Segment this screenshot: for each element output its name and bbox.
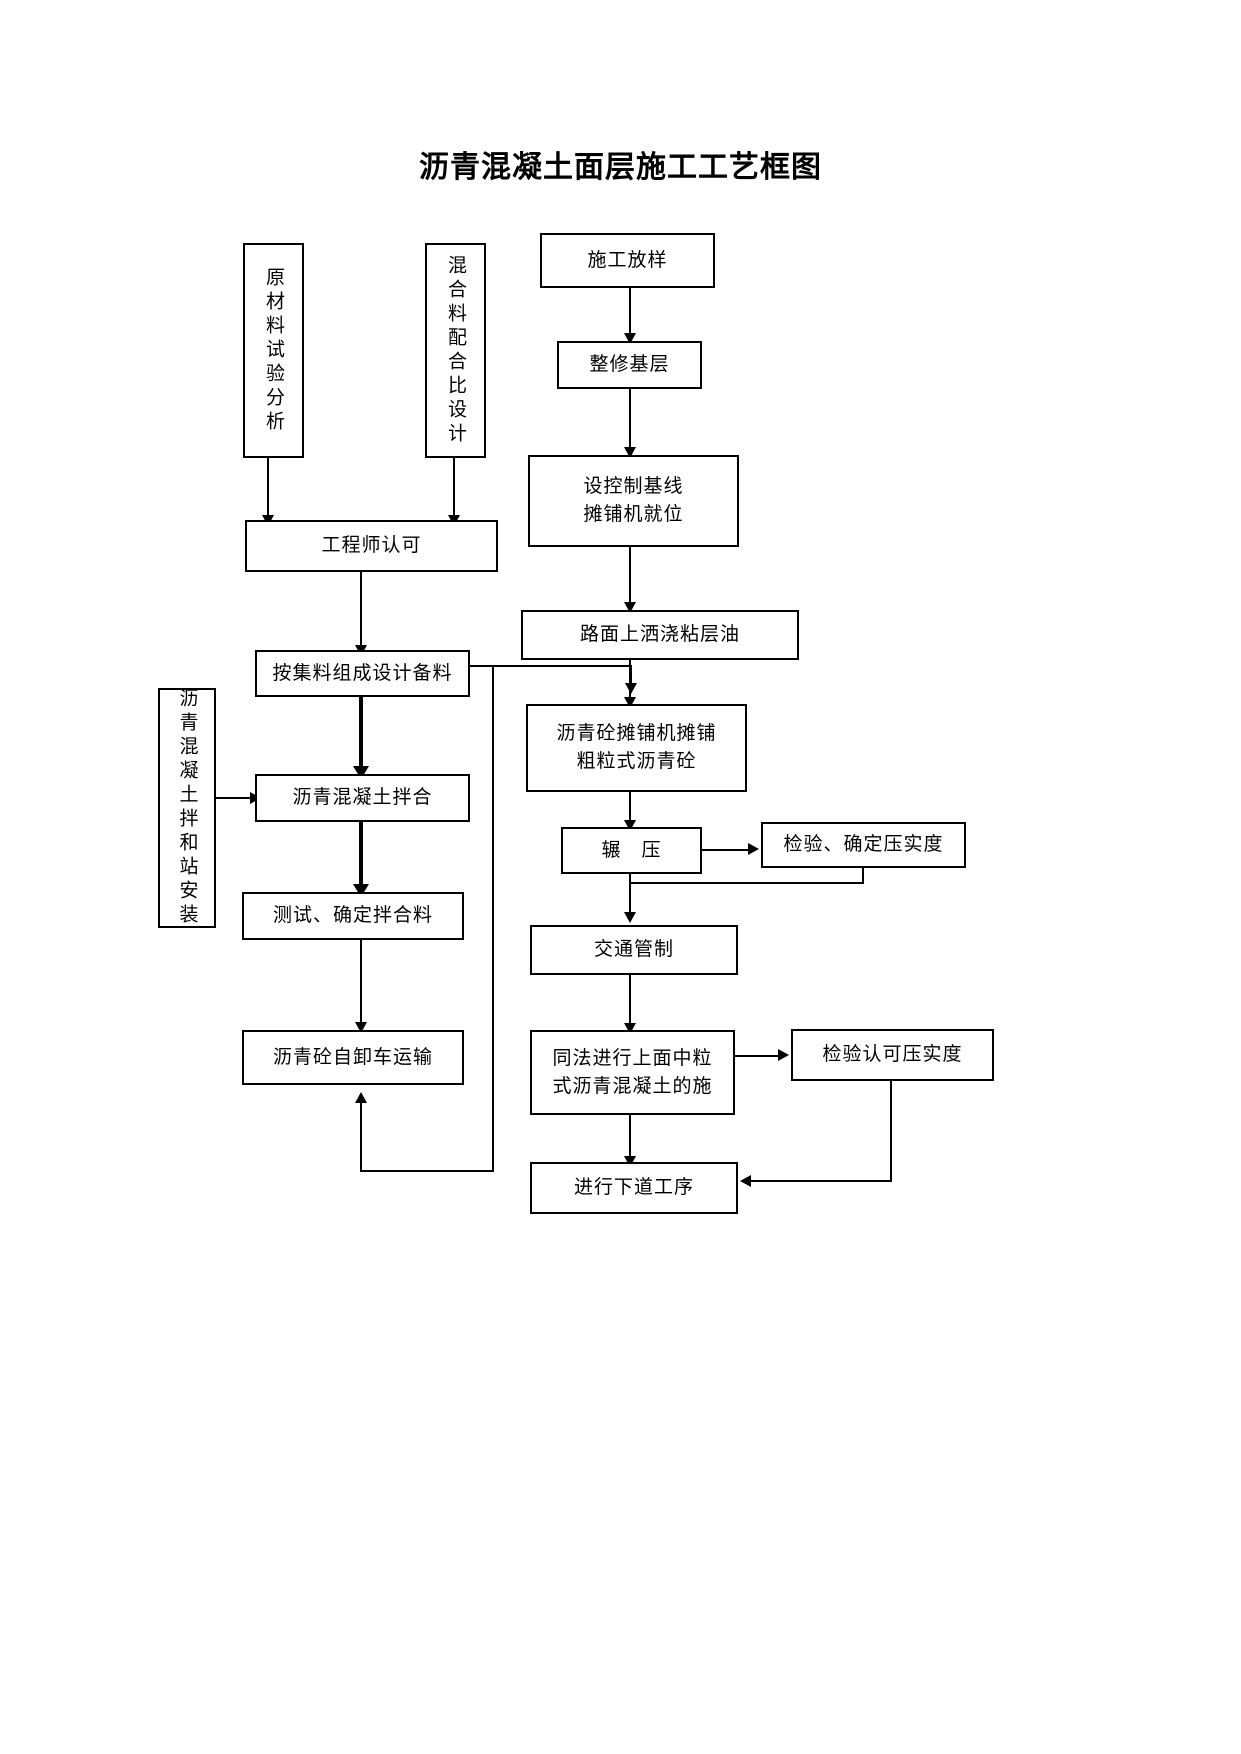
node-aggregate-preparation[interactable]: 按集料组成设计备料 xyxy=(255,650,470,697)
arrowhead-up-icon xyxy=(355,1092,367,1103)
connector-traffic-to-upper xyxy=(629,975,631,1027)
node-dump-truck-transport[interactable]: 沥青砼自卸车运输 xyxy=(242,1030,464,1085)
arrowhead-down-icon xyxy=(355,1022,367,1033)
connector-aggregate-to-paver-h xyxy=(470,665,632,667)
connector-setout-to-subgrade xyxy=(629,288,631,336)
connector-subgrade-to-baseline xyxy=(629,389,631,451)
connector-approval-to-aggregate xyxy=(360,572,362,648)
connector-aggregate-to-paver-v xyxy=(630,665,632,685)
node-label: 交通管制 xyxy=(593,939,674,961)
node-label: 原材料试验分析 xyxy=(263,266,284,435)
node-mixing-plant-install[interactable]: 沥青混凝土拌和站安装 xyxy=(158,688,216,928)
node-set-baseline-paver[interactable]: 设控制基线 摊铺机就位 xyxy=(528,455,739,547)
connector-mix-design-to-approval xyxy=(453,458,455,518)
page-title: 沥青混凝土面层施工工艺框图 xyxy=(419,150,822,185)
node-paver-coarse-asphalt[interactable]: 沥青砼摊铺机摊铺 粗粒式沥青砼 xyxy=(526,704,747,792)
connector-tackcoat-to-paver xyxy=(629,660,631,701)
node-engineer-approval[interactable]: 工程师认可 xyxy=(245,520,498,572)
arrowhead-down-icon xyxy=(624,1156,636,1167)
node-mix-design[interactable]: 混合料配合比设计 xyxy=(425,243,486,458)
connector-upper-to-inspect-approve xyxy=(735,1055,781,1057)
connector-inspect-feedback-v xyxy=(862,868,864,884)
node-label: 沥青砼自卸车运输 xyxy=(272,1046,433,1068)
node-label: 沥青混凝土拌合 xyxy=(292,787,433,809)
node-construction-setout[interactable]: 施工放样 xyxy=(540,233,715,288)
connector-test-to-transport xyxy=(360,940,362,1025)
connector-plant-to-mixing xyxy=(216,797,253,799)
connector-transport-loop-h xyxy=(360,1170,494,1172)
connector-mixing-to-test xyxy=(359,822,363,890)
node-label: 施工放样 xyxy=(587,249,668,271)
connector-rolling-to-inspect xyxy=(702,849,751,851)
node-label: 沥青砼摊铺机摊铺 粗粒式沥青砼 xyxy=(556,723,717,772)
node-inspect-approve-compaction[interactable]: 检验认可压实度 xyxy=(791,1029,994,1081)
arrowhead-down-icon xyxy=(624,697,636,708)
connector-raw-material-to-approval xyxy=(267,458,269,518)
arrowhead-right-icon xyxy=(748,843,759,855)
connector-paver-to-rolling xyxy=(629,792,631,824)
arrowhead-down-icon xyxy=(625,683,637,694)
node-test-confirm-mix[interactable]: 测试、确定拌合料 xyxy=(242,892,464,940)
node-raw-material-test[interactable]: 原材料试验分析 xyxy=(243,243,304,458)
node-label: 检验认可压实度 xyxy=(822,1044,963,1066)
arrowhead-down-icon xyxy=(624,1023,636,1034)
arrowhead-down-icon xyxy=(624,602,636,613)
node-label: 整修基层 xyxy=(589,354,670,376)
node-inspect-compaction[interactable]: 检验、确定压实度 xyxy=(761,822,966,868)
arrowhead-down-icon xyxy=(624,912,636,923)
connector-transport-loop-v-left xyxy=(360,1100,362,1172)
connector-approve-to-next-v xyxy=(890,1081,892,1182)
node-label: 设控制基线 摊铺机就位 xyxy=(583,476,684,525)
arrowhead-down-icon xyxy=(624,820,636,831)
connector-rolling-to-traffic xyxy=(629,874,631,916)
arrowhead-down-icon xyxy=(624,447,636,458)
node-label: 进行下道工序 xyxy=(573,1177,694,1199)
connector-aggregate-to-mixing xyxy=(359,697,363,771)
arrowhead-left-icon xyxy=(740,1175,751,1187)
connector-baseline-to-tackcoat xyxy=(629,547,631,606)
node-label: 路面上洒浇粘层油 xyxy=(579,624,740,646)
node-asphalt-concrete-mixing[interactable]: 沥青混凝土拌合 xyxy=(255,774,470,822)
node-label: 检验、确定压实度 xyxy=(783,834,944,856)
node-next-process[interactable]: 进行下道工序 xyxy=(530,1162,738,1214)
node-label: 测试、确定拌合料 xyxy=(272,905,433,927)
node-label: 混合料配合比设计 xyxy=(445,254,466,447)
connector-approve-to-next-h xyxy=(748,1180,892,1182)
node-label: 辗 压 xyxy=(601,839,662,861)
arrowhead-right-icon xyxy=(778,1049,789,1061)
node-label: 沥青混凝土拌和站安装 xyxy=(176,688,198,928)
arrowhead-down-icon xyxy=(624,333,636,344)
node-label: 同法进行上面中粒 式沥青混凝土的施 xyxy=(552,1047,713,1097)
connector-transport-loop-v-right xyxy=(492,665,494,1172)
node-traffic-control[interactable]: 交通管制 xyxy=(530,925,738,975)
node-rolling[interactable]: 辗 压 xyxy=(561,827,702,874)
node-label: 按集料组成设计备料 xyxy=(272,662,453,684)
connector-inspect-feedback-h xyxy=(629,882,864,884)
node-upper-medium-layer[interactable]: 同法进行上面中粒 式沥青混凝土的施 xyxy=(530,1030,735,1115)
connector-upper-to-next xyxy=(629,1115,631,1160)
node-label: 工程师认可 xyxy=(321,535,422,557)
node-repair-subgrade[interactable]: 整修基层 xyxy=(557,341,702,389)
node-spray-tack-coat[interactable]: 路面上洒浇粘层油 xyxy=(521,610,799,660)
